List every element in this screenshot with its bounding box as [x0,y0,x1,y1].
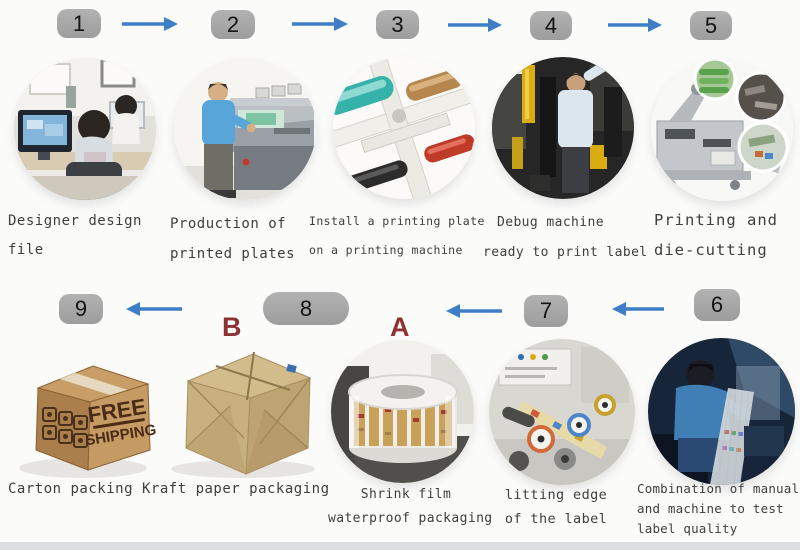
arrow-right-icon [448,18,502,32]
photo-debug-machine-operator [492,57,634,199]
photo-printing-press-rollers [333,57,475,199]
step-badge-3: 3 [376,10,419,39]
photo-die-cutting-machine [651,59,793,201]
photo-plate-production-machine [174,58,316,200]
photo-kraft-paper-package [158,336,323,485]
arrow-right-icon [608,18,662,32]
step-label-9: Carton packing [8,481,134,497]
photo-designer-office [14,58,156,200]
step-badge-2: 2 [211,10,255,39]
step-badge-8: 8 [263,292,349,325]
step-badge-4: 4 [530,11,572,40]
arrow-right-icon [292,17,348,31]
photo-shrink-film-roll [331,340,474,483]
step-badge-1: 1 [57,9,101,38]
bottom-edge-bar [0,542,800,550]
step-badge-9: 9 [59,294,103,324]
step-badge-7: 7 [524,295,568,327]
photo-label-slitting-machine [489,339,635,485]
letter-B: B [222,312,242,342]
arrow-left-icon [126,302,182,316]
step-label-B: Kraft paper packaging [142,481,330,497]
step-badge-6: 6 [694,289,740,321]
photo-label-quality-inspection [648,338,795,485]
step-badge-5: 5 [690,11,732,40]
arrow-left-icon [446,304,502,318]
photo-carton-box: FREE SHIPPING [8,350,158,484]
arrow-left-icon [612,302,664,316]
arrow-right-icon [122,17,178,31]
letter-A: A [390,312,410,342]
